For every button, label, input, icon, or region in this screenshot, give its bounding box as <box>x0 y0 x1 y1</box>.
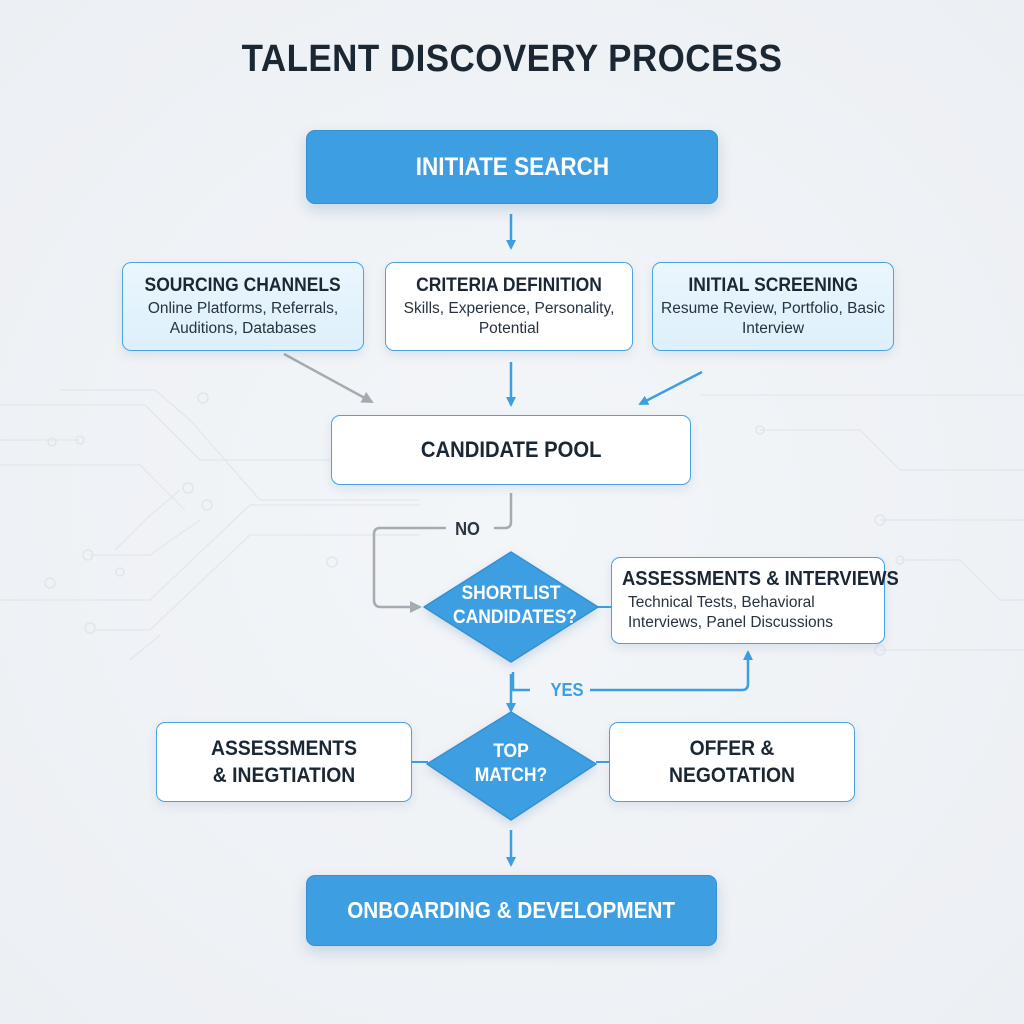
shortlist-decision-diamond[interactable] <box>423 551 599 663</box>
initial-screening-detail: Resume Review, Portfolio, Basic Intervie… <box>661 299 885 337</box>
assessments-interviews-title: ASSESSMENTS & INTERVIEWS <box>622 568 899 590</box>
arrow-yes-to-assessments <box>511 652 748 692</box>
candidate-pool-node[interactable]: CANDIDATE POOL <box>331 415 691 485</box>
arrow-screening-to-pool <box>638 370 703 406</box>
top-match-decision-diamond[interactable] <box>426 711 597 821</box>
shortlist-decision-label: SHORTLIST CANDIDATES? <box>453 583 578 628</box>
page-title: TALENT DISCOVERY PROCESS <box>241 38 783 80</box>
assessments-interviews-detail: Technical Tests, Behavioral Interviews, … <box>628 594 834 631</box>
no-edge-label: NO <box>455 519 480 539</box>
assessments-integration-label: ASSESSMENTS & INEGTIATION <box>210 737 357 787</box>
yes-edge-label: YES <box>550 680 584 700</box>
onboarding-development-node[interactable]: ONBOARDING & DEVELOPMENT <box>306 875 717 946</box>
onboarding-development-label: ONBOARDING & DEVELOPMENT <box>347 897 676 923</box>
initiate-search-label: INITIATE SEARCH <box>415 152 609 181</box>
initiate-search-node[interactable]: INITIATE SEARCH <box>306 130 718 204</box>
arrow-no-loop <box>372 493 513 607</box>
criteria-definition-node[interactable]: CRITERIA DEFINITION Skills, Experience, … <box>385 262 633 351</box>
top-match-decision-label: TOP MATCH? <box>474 741 548 786</box>
initial-screening-title: INITIAL SCREENING <box>688 274 858 296</box>
sourcing-channels-title: SOURCING CHANNELS <box>144 274 342 296</box>
sourcing-channels-node[interactable]: SOURCING CHANNELS Online Platforms, Refe… <box>122 262 364 351</box>
criteria-definition-title: CRITERIA DEFINITION <box>416 274 602 296</box>
initial-screening-node[interactable]: INITIAL SCREENING Resume Review, Portfol… <box>652 262 894 351</box>
arrow-sourcing-to-pool <box>283 352 374 404</box>
assessments-integration-node[interactable]: ASSESSMENTS & INEGTIATION <box>156 722 412 802</box>
candidate-pool-label: CANDIDATE POOL <box>420 437 602 462</box>
sourcing-channels-detail: Online Platforms, Referrals, Auditions, … <box>147 299 339 337</box>
assessments-interviews-node[interactable]: ASSESSMENTS & INTERVIEWS Technical Tests… <box>611 557 899 644</box>
offer-negotiation-label: OFFER & NEGOTATION <box>669 737 795 787</box>
offer-negotiation-node[interactable]: OFFER & NEGOTATION <box>609 722 855 802</box>
criteria-definition-detail: Skills, Experience, Personality, Potenti… <box>403 299 615 337</box>
